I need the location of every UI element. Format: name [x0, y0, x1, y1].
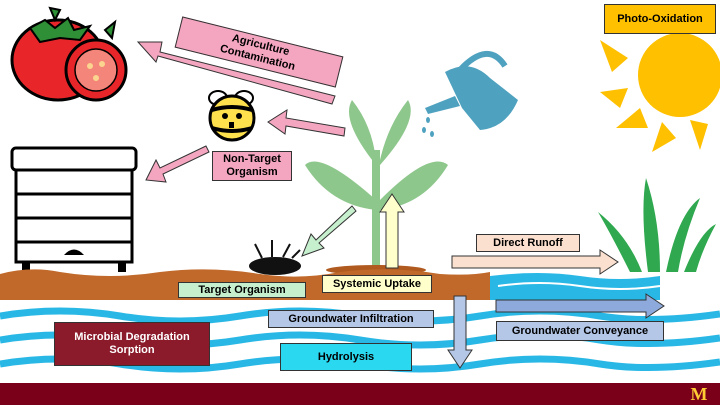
beetle-icon [249, 240, 301, 275]
arrow-groundwater-conveyance [495, 293, 665, 319]
bee-icon [208, 90, 256, 142]
footer-bar [0, 383, 720, 405]
surface-water [490, 273, 660, 300]
beehive-icon [10, 146, 138, 272]
arrow-to-beehive [145, 145, 210, 183]
grass-icon [598, 178, 716, 272]
sun-icon [600, 33, 720, 152]
label-target-organism: Target Organism [178, 282, 306, 298]
arrow-systemic-uptake [379, 193, 405, 269]
arrow-to-target-organism [301, 205, 357, 257]
label-hydrolysis: Hydrolysis [280, 343, 412, 371]
tomato-icon [10, 6, 128, 102]
arrow-groundwater-infiltration [447, 295, 473, 369]
arrow-to-bee [267, 109, 346, 137]
label-microbial-degradation-sorption: Microbial Degradation Sorption [54, 322, 210, 366]
arrow-agriculture-to-tomato [136, 41, 336, 105]
label-groundwater-infiltration: Groundwater Infiltration [268, 310, 434, 328]
label-direct-runoff: Direct Runoff [476, 234, 580, 252]
watering-can-icon [422, 51, 518, 137]
label-photo-oxidation: Photo-Oxidation [604, 4, 716, 34]
label-groundwater-conveyance: Groundwater Conveyance [496, 321, 664, 341]
label-systemic-uptake: Systemic Uptake [322, 275, 432, 293]
label-non-target-organism: Non-Target Organism [212, 151, 292, 181]
arrow-direct-runoff [451, 249, 619, 275]
university-logo: M [690, 383, 708, 404]
